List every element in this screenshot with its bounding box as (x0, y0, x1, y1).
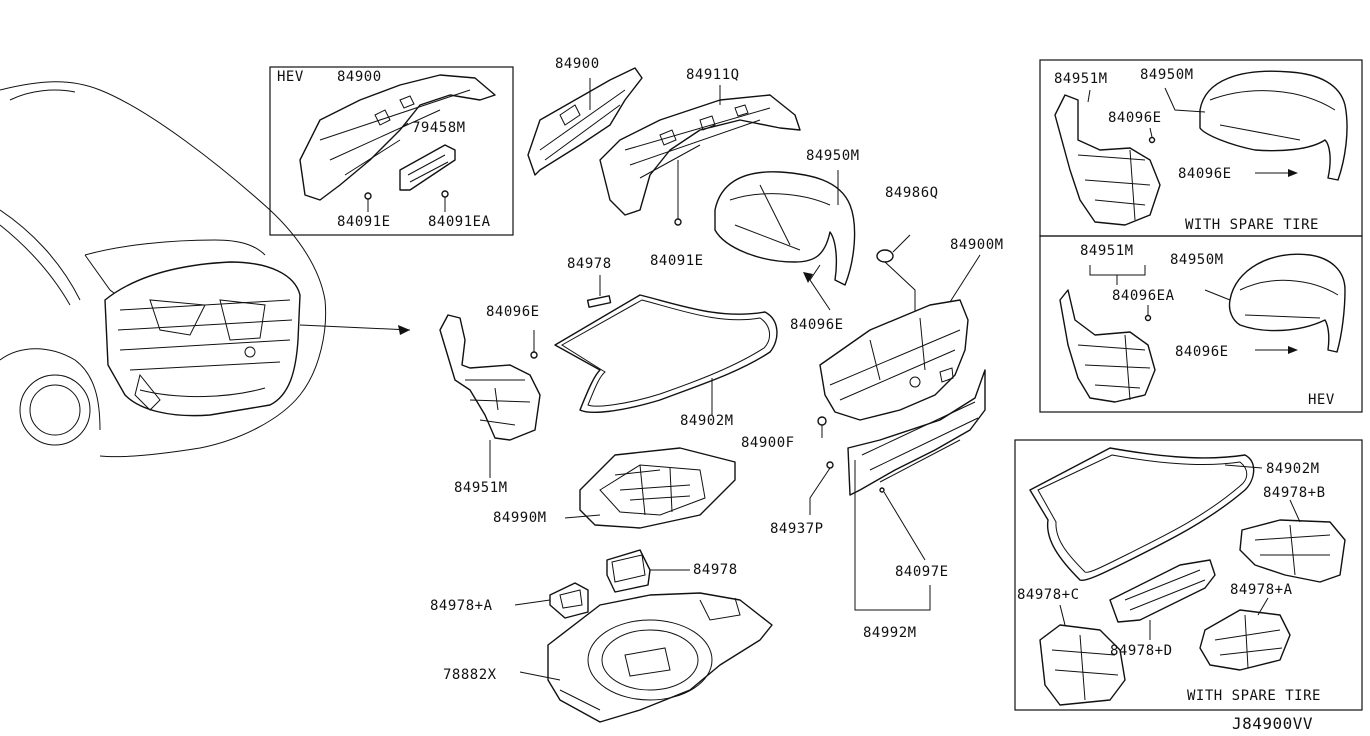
label-84937p: 84937P (770, 521, 824, 537)
spare-top-tag: WITH SPARE TIRE (1185, 217, 1319, 233)
part-84900m-lid-trim (819, 299, 969, 421)
part-84902m-mat (554, 294, 778, 414)
spare-top-fastener-a (1148, 136, 1156, 144)
label-84950m: 84950M (806, 148, 860, 164)
label-spare-top-84951m: 84951M (1054, 71, 1108, 87)
hev-right-tag: HEV (1308, 392, 1335, 408)
part-84951m-side (439, 314, 541, 441)
diagram-id: J84900VV (1232, 714, 1314, 733)
part-84911q-panel (599, 94, 801, 216)
spare-top-84951m (1054, 94, 1161, 226)
fastener-84091e (674, 218, 682, 226)
part-84978a-block (549, 582, 589, 619)
fastener-84937p (826, 461, 834, 469)
label-84951m: 84951M (454, 480, 508, 496)
label-hev-right-84096e: 84096E (1175, 344, 1229, 360)
label-84978-lower: 84978 (693, 562, 738, 578)
hev-right-fastener-a (1144, 314, 1152, 322)
label-84091e: 84091E (650, 253, 704, 269)
label-spare-top-84096e-b: 84096E (1178, 166, 1232, 182)
fastener-84900f (817, 416, 827, 426)
fastener-84091e-hev (364, 192, 372, 200)
label-84096e-left: 84096E (486, 304, 540, 320)
label-spare-bottom-84902m: 84902M (1266, 461, 1320, 477)
pointer-arrow-line (299, 324, 411, 331)
part-84950m-liner (714, 171, 856, 286)
part-84990m-tray (579, 447, 736, 529)
label-78882x: 78882X (443, 667, 497, 683)
label-84900f: 84900F (741, 435, 795, 451)
label-84992m: 84992M (863, 625, 917, 641)
label-84091ea-hev: 84091EA (428, 214, 491, 230)
hev-right-84951m (1059, 289, 1156, 403)
label-spare-bottom-84978a: 84978+A (1230, 582, 1293, 598)
fastener-84091ea-hev (441, 190, 449, 198)
spare-bottom-84902m-mat (1029, 447, 1255, 582)
hev-top-tag: HEV (277, 69, 304, 85)
label-84091e-hev: 84091E (337, 214, 391, 230)
spare-top-84950m (1199, 70, 1348, 181)
hev-84900-part (299, 74, 496, 201)
part-84978-box (606, 549, 651, 593)
label-84096e-mid: 84096E (790, 317, 844, 333)
label-79458m: 79458M (412, 120, 466, 136)
label-84900-hev: 84900 (337, 69, 382, 85)
fastener-84097e (879, 487, 885, 493)
label-spare-bottom-84978d: 84978+D (1110, 643, 1173, 659)
spare-bottom-84978d (1109, 559, 1216, 623)
label-84900m: 84900M (950, 237, 1004, 253)
hev-box-top-frame (269, 66, 514, 236)
hev-79458m-bracket (399, 144, 456, 191)
part-84978-strip (586, 295, 612, 308)
hev-box-right-frame (1039, 235, 1363, 413)
label-84902m: 84902M (680, 413, 734, 429)
spare-bottom-84978a (1199, 609, 1291, 671)
label-84978a: 84978+A (430, 598, 493, 614)
label-84900: 84900 (555, 56, 600, 72)
hev-right-84950m (1228, 253, 1346, 353)
spare-bottom-84978b (1239, 519, 1346, 583)
label-hev-right-84951m: 84951M (1080, 243, 1134, 259)
label-84978: 84978 (567, 256, 612, 272)
label-hev-right-84950m: 84950M (1170, 252, 1224, 268)
spare-bottom-tag: WITH SPARE TIRE (1187, 688, 1321, 704)
label-84990m: 84990M (493, 510, 547, 526)
spare-bottom-84978c (1039, 624, 1126, 706)
pointer-arrowhead (398, 325, 410, 335)
label-hev-right-84096ea: 84096EA (1112, 288, 1175, 304)
label-84097e: 84097E (895, 564, 949, 580)
label-spare-bottom-84978b: 84978+B (1263, 485, 1326, 501)
label-84911q: 84911Q (686, 67, 740, 83)
label-spare-top-84950m: 84950M (1140, 67, 1194, 83)
fastener-84096e (530, 351, 538, 359)
part-84992m-lower-trim (847, 369, 986, 496)
label-spare-top-84096e-a: 84096E (1108, 110, 1162, 126)
label-84986q: 84986Q (885, 185, 939, 201)
part-84900-trim (527, 67, 643, 176)
label-spare-bottom-84978c: 84978+C (1017, 587, 1080, 603)
part-84986q-plug (876, 249, 894, 263)
car-rear-illustration (0, 81, 327, 458)
spare-tire-box-bottom-frame (1014, 439, 1363, 711)
part-78882x-floor (547, 592, 773, 723)
